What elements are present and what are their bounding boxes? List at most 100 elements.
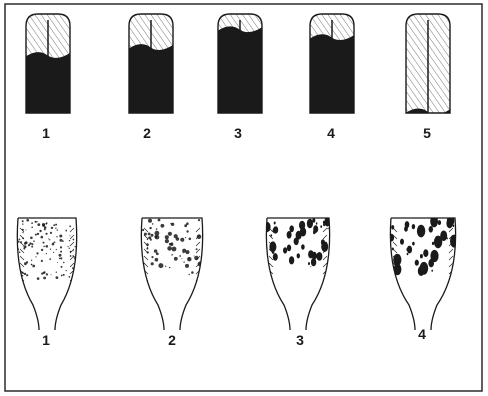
spot: [146, 248, 148, 250]
top-feather-1: [24, 14, 72, 115]
spot: [31, 264, 33, 266]
spot: [30, 243, 31, 244]
spot: [56, 236, 57, 237]
spot: [41, 249, 43, 251]
spot: [183, 252, 184, 253]
spot: [446, 219, 452, 229]
spot: [320, 225, 322, 228]
spot: [22, 223, 23, 224]
spot: [141, 272, 144, 275]
spot: [31, 222, 33, 224]
spot: [65, 230, 67, 232]
spot: [51, 274, 52, 275]
spot: [30, 237, 33, 240]
spot: [61, 266, 63, 268]
spot: [56, 272, 57, 273]
spot: [438, 220, 441, 225]
spot: [32, 265, 35, 268]
spot: [400, 239, 404, 245]
spot: [42, 223, 45, 226]
spot: [148, 233, 151, 236]
spot: [169, 243, 172, 246]
spot: [46, 253, 47, 254]
spot: [43, 246, 45, 248]
bottom-feather-3: [264, 217, 330, 330]
spot: [161, 224, 165, 228]
spot: [423, 249, 428, 257]
spot: [57, 262, 58, 263]
spot: [407, 253, 409, 256]
spot: [37, 233, 39, 235]
top-label-4: 4: [327, 125, 335, 141]
top-feather-4: [308, 14, 356, 115]
spot: [37, 223, 40, 226]
spot: [69, 225, 71, 227]
spot: [169, 267, 170, 268]
top-label-2: 2: [143, 125, 151, 141]
spot: [181, 258, 182, 259]
spot: [412, 224, 415, 229]
spot: [53, 252, 54, 253]
spot: [148, 219, 152, 223]
spot: [405, 221, 410, 228]
spot: [174, 234, 178, 238]
spot: [420, 254, 423, 258]
spot: [155, 235, 160, 240]
spot: [273, 253, 278, 261]
spot: [142, 229, 144, 231]
spot: [46, 273, 48, 275]
spot: [171, 223, 174, 226]
bottom-feather-2: [141, 218, 203, 330]
spot: [287, 231, 292, 239]
bottom-label-4: 4: [418, 326, 426, 342]
spot: [54, 241, 56, 243]
spot: [43, 277, 46, 280]
spot: [50, 232, 52, 234]
spot: [316, 222, 318, 224]
spot: [41, 260, 43, 262]
bottom-row-feathers: [17, 215, 459, 330]
spot: [22, 232, 23, 233]
spot: [35, 234, 37, 236]
spot: [24, 273, 26, 275]
spot: [31, 260, 32, 261]
spot: [171, 254, 173, 256]
spot: [37, 277, 40, 280]
spot: [31, 227, 33, 229]
spot: [60, 246, 62, 248]
top-label-1: 1: [42, 125, 50, 141]
spot: [44, 226, 47, 229]
spot: [154, 249, 157, 252]
spot: [49, 258, 51, 260]
spot: [194, 256, 195, 257]
top-label-3: 3: [234, 125, 242, 141]
spot: [198, 219, 200, 221]
spot: [53, 224, 55, 226]
spot: [69, 240, 70, 241]
bottom-label-1: 1: [42, 332, 50, 348]
spot: [70, 255, 72, 257]
spot: [323, 223, 325, 226]
spot: [35, 221, 37, 223]
spot: [43, 242, 45, 244]
spot: [430, 216, 438, 228]
spot: [417, 225, 425, 238]
top-feather-5: [404, 14, 452, 115]
spot: [59, 258, 61, 260]
spot: [45, 223, 47, 225]
spot: [44, 228, 46, 230]
spot: [297, 253, 300, 258]
bottom-feather-1: [17, 218, 77, 330]
spot: [453, 225, 455, 228]
bottom-label-2: 2: [168, 332, 176, 348]
spot: [25, 229, 26, 230]
spot: [35, 256, 36, 257]
spot: [24, 262, 27, 265]
spot: [406, 248, 408, 251]
spot: [72, 255, 73, 256]
spot: [147, 247, 148, 248]
spot: [185, 264, 189, 268]
spot: [48, 238, 49, 239]
spot: [420, 262, 429, 275]
